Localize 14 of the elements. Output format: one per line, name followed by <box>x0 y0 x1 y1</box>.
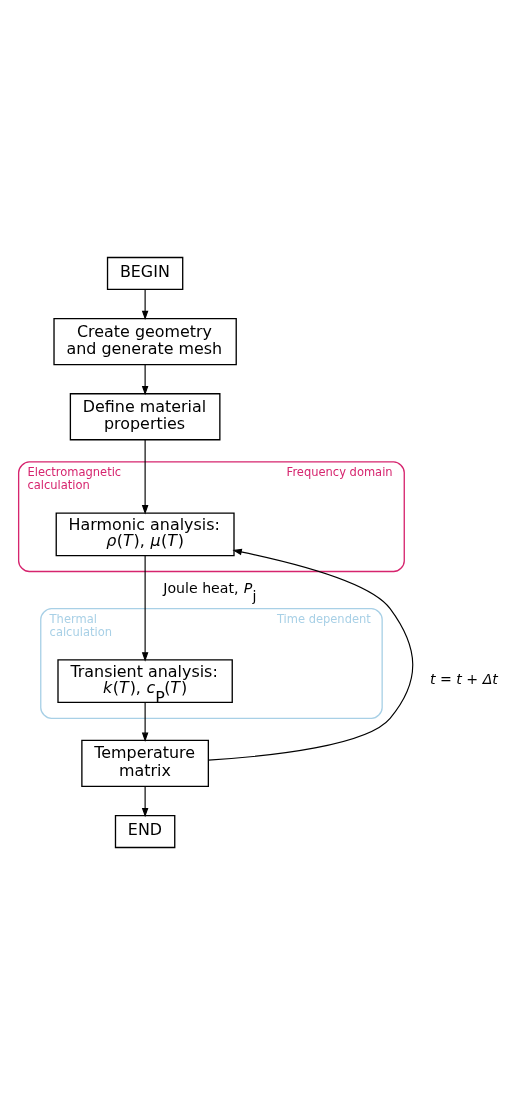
arrow <box>141 363 149 395</box>
node-box: Harmonic analysis: ρ(T), μ(T) <box>55 511 235 556</box>
node-box: BEGIN <box>106 256 184 290</box>
node-box: Define material properties <box>69 392 221 440</box>
arrow <box>141 554 149 662</box>
arrow <box>207 548 414 761</box>
edge-label: t = t + Δt <box>429 670 498 687</box>
arrow <box>141 785 149 817</box>
node-box: END <box>114 814 176 848</box>
arrow <box>141 701 149 742</box>
node-box: Create geometry and generate mesh <box>53 317 237 365</box>
arrow <box>141 288 149 320</box>
node-box: Temperature matrix <box>81 739 210 787</box>
arrow <box>141 438 149 514</box>
